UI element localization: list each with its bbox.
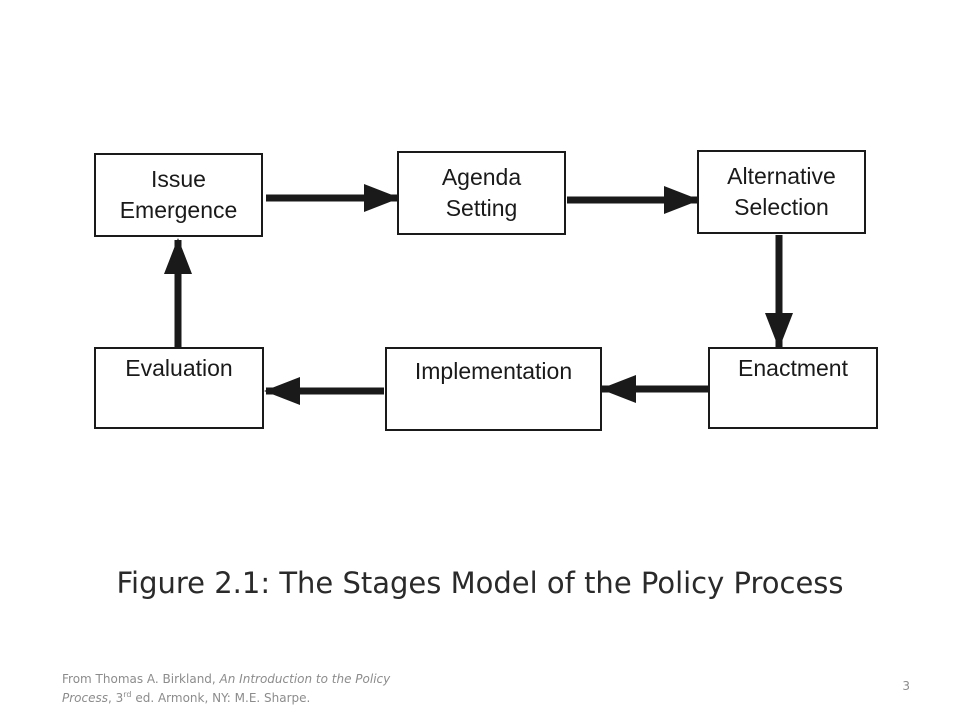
credit-publisher: ed. Armonk, NY: M.E. Sharpe. bbox=[131, 691, 311, 705]
node-label: Enactment bbox=[738, 355, 848, 381]
figure-caption: Figure 2.1: The Stages Model of the Poli… bbox=[116, 566, 844, 600]
credit-book-title: An Introduction to the Policy Process bbox=[62, 672, 391, 705]
credit-edition-suffix: rd bbox=[123, 690, 132, 699]
node-evaluation: Evaluation bbox=[94, 347, 264, 429]
node-label: Issue Emergence bbox=[119, 166, 238, 223]
node-implementation: Implementation bbox=[385, 347, 602, 431]
node-label: Agenda Setting bbox=[441, 164, 522, 221]
node-label: Implementation bbox=[414, 358, 573, 384]
node-agenda-setting: Agenda Setting bbox=[397, 151, 566, 235]
node-label: Evaluation bbox=[125, 355, 233, 381]
source-credit: From Thomas A. Birkland, An Introduction… bbox=[62, 670, 442, 708]
node-issue-emergence: Issue Emergence bbox=[94, 153, 263, 237]
node-label: Alternative Selection bbox=[727, 163, 836, 220]
page-number: 3 bbox=[902, 679, 910, 693]
node-enactment: Enactment bbox=[708, 347, 878, 429]
node-alternative-selection: Alternative Selection bbox=[697, 150, 866, 234]
credit-prefix: From Thomas A. Birkland, bbox=[62, 672, 220, 686]
credit-edition: , 3 bbox=[108, 691, 124, 705]
